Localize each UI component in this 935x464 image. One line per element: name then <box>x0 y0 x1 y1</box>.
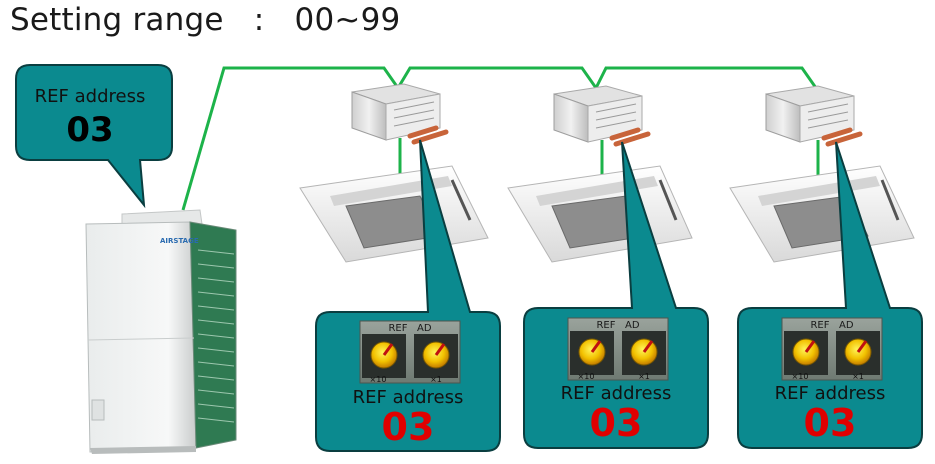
rotary-switch-panel: REF AD ×10 ×1 <box>360 321 460 384</box>
indoor-unit <box>300 84 488 262</box>
cassette-panel <box>300 166 488 262</box>
dial-caption-x1: ×1 <box>638 372 650 381</box>
indoor-3-ref-address-value: 03 <box>745 401 915 445</box>
dial-caption-x1: ×1 <box>430 375 442 384</box>
dial-caption-x10: ×10 <box>578 372 595 381</box>
control-box <box>766 86 860 144</box>
dial-caption-x10: ×10 <box>370 375 387 384</box>
control-box <box>554 86 648 144</box>
dial-caption-x10: ×10 <box>792 372 809 381</box>
outdoor-ref-address-label: REF address <box>20 86 160 107</box>
rotary-switch-panel: REF AD ×10 ×1 <box>568 318 668 381</box>
setting-range-title: Setting range : 00~99 <box>10 2 400 38</box>
dial-caption-x1: ×1 <box>852 372 864 381</box>
brand-logo: AIRSTAGE <box>160 237 199 245</box>
cassette-panel <box>508 166 692 262</box>
cassette-panel <box>730 166 914 262</box>
switch-header: REF AD <box>388 323 431 334</box>
control-box <box>352 84 446 142</box>
communication-wire <box>183 68 818 210</box>
indoor-unit <box>508 86 692 262</box>
outdoor-unit: AIRSTAGE <box>86 210 236 454</box>
outdoor-ref-address-value: 03 <box>20 110 160 150</box>
switch-header: REF AD <box>810 320 853 331</box>
switch-header: REF AD <box>596 320 639 331</box>
indoor-1-ref-address-value: 03 <box>323 405 493 449</box>
indoor-2-ref-address-value: 03 <box>531 401 701 445</box>
rotary-switch-panel: REF AD ×10 ×1 <box>782 318 882 381</box>
indoor-unit <box>730 86 914 262</box>
